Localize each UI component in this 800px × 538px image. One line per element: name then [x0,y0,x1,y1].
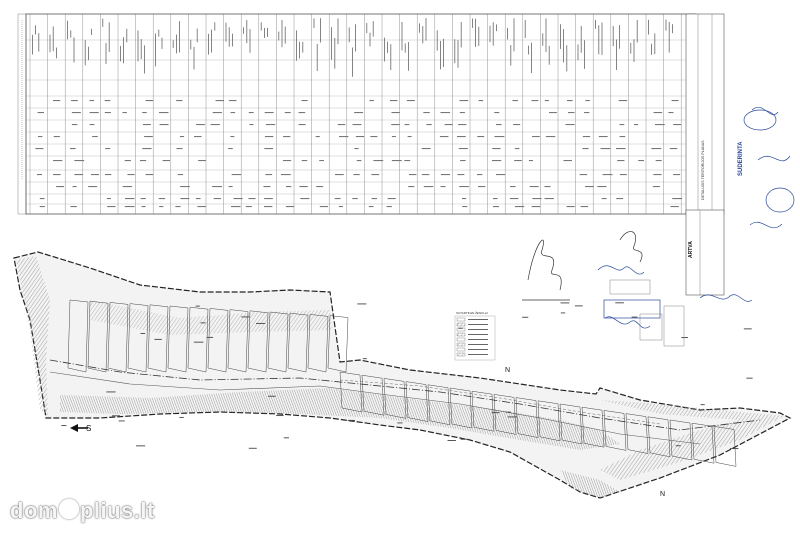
table-header-strip [17,13,27,215]
stamp-icon [597,107,795,329]
plot-table [25,13,697,215]
watermark: dom plius.lt [10,498,155,524]
legend-title: SUTARTINIAI ŽENKLAI [456,310,488,315]
watermark-logo-icon [58,499,79,519]
north-label-2: N [660,491,665,498]
south-arrow: S [70,424,91,433]
south-label: S [86,424,91,433]
watermark-prefix: dom [10,498,58,523]
signature-box [609,279,685,347]
company-logo: ARTVA [688,241,694,258]
north-label: N [505,367,510,374]
approval-stamp: SUDERINTA [738,141,744,176]
watermark-suffix: plius.lt [79,498,155,523]
document-title: DETALUSIS TERITORIJOS PLANAS [701,140,705,200]
title-block [685,13,725,296]
signature-icon [522,231,643,301]
site-plan [13,251,792,499]
legend: SUTARTINIAI ŽENKLAI [454,310,496,361]
